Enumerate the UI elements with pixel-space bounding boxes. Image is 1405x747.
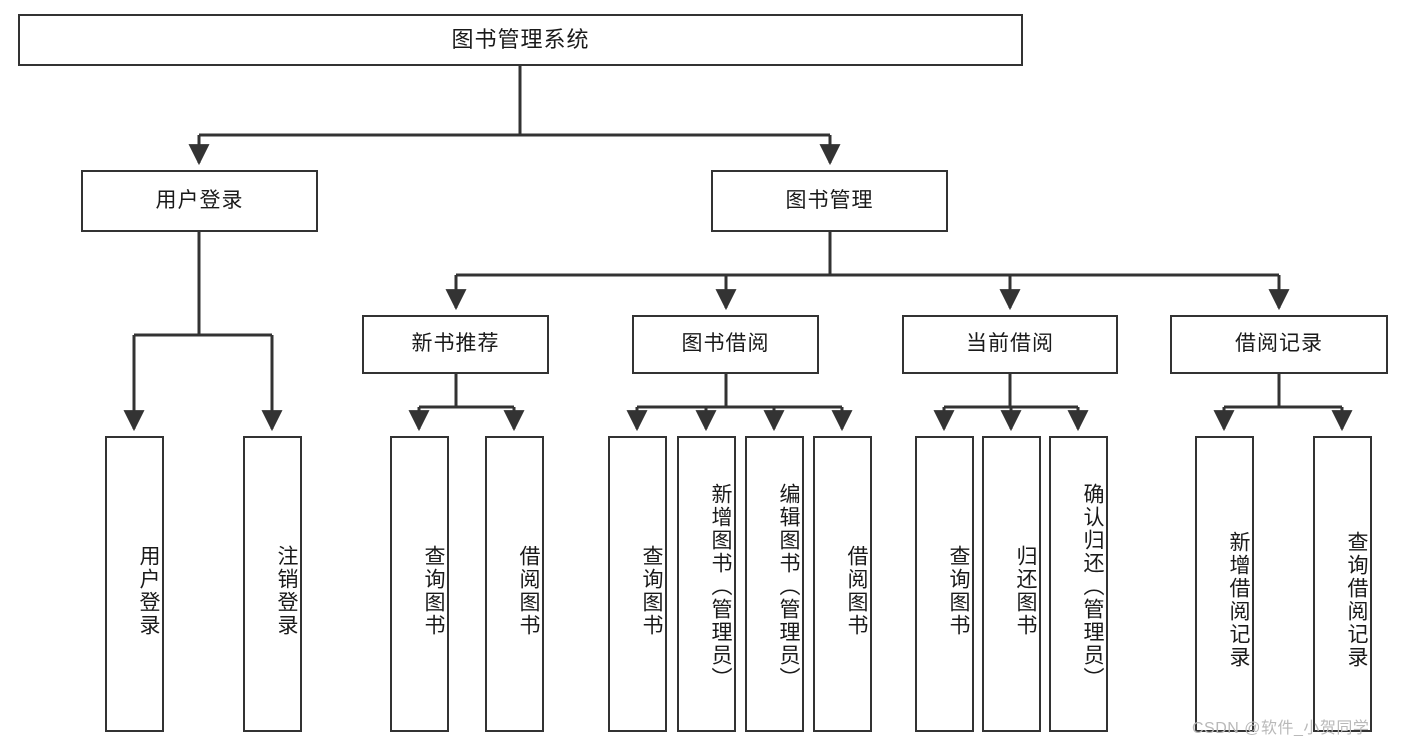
node-label: 查询图书	[422, 545, 445, 637]
node-book-borrow[interactable]: 图书借阅	[632, 315, 819, 374]
node-label: 编辑图书（管理员）	[777, 482, 800, 690]
node-label: 归还图书	[1014, 545, 1037, 637]
node-leaf-confirm-return[interactable]: 确认归还（管理员）	[1049, 436, 1108, 732]
node-borrow-record[interactable]: 借阅记录	[1170, 315, 1388, 374]
node-leaf-user-login[interactable]: 用户登录	[105, 436, 164, 732]
node-label: 新增图书（管理员）	[709, 482, 732, 690]
node-label: 借阅图书	[517, 545, 540, 637]
node-current-borrow[interactable]: 当前借阅	[902, 315, 1118, 374]
node-leaf-edit-book[interactable]: 编辑图书（管理员）	[745, 436, 804, 732]
node-label: 查询图书	[640, 545, 663, 637]
node-leaf-add-record[interactable]: 新增借阅记录	[1195, 436, 1254, 732]
node-leaf-borrow-book-1[interactable]: 借阅图书	[485, 436, 544, 732]
node-label: 当前借阅	[966, 332, 1054, 356]
node-label: 用户登录	[137, 545, 160, 637]
node-label: 新书推荐	[411, 332, 500, 356]
node-label: 图书管理系统	[451, 27, 590, 53]
node-label: 图书借阅	[681, 332, 770, 356]
node-book-management[interactable]: 图书管理	[711, 170, 948, 232]
node-leaf-query-book-2[interactable]: 查询图书	[608, 436, 667, 732]
node-label: 借阅图书	[845, 545, 868, 637]
node-label: 用户登录	[155, 188, 244, 212]
csdn-watermark: CSDN @软件_小贺同学	[1192, 720, 1370, 737]
node-label: 新增借阅记录	[1227, 531, 1250, 669]
node-label: 查询图书	[947, 545, 970, 637]
node-leaf-logout[interactable]: 注销登录	[243, 436, 302, 732]
node-label: 查询借阅记录	[1345, 531, 1368, 669]
node-root-book-management-system[interactable]: 图书管理系统	[18, 14, 1023, 66]
node-leaf-query-book-3[interactable]: 查询图书	[915, 436, 974, 732]
node-label: 注销登录	[275, 545, 298, 637]
node-leaf-query-record[interactable]: 查询借阅记录	[1313, 436, 1372, 732]
node-leaf-return-book[interactable]: 归还图书	[982, 436, 1041, 732]
node-label: 图书管理	[785, 188, 874, 212]
node-leaf-query-book-1[interactable]: 查询图书	[390, 436, 449, 732]
node-new-book-recommend[interactable]: 新书推荐	[362, 315, 549, 374]
node-label: 确认归还（管理员）	[1081, 482, 1104, 690]
node-label: 借阅记录	[1235, 332, 1323, 356]
node-leaf-add-book[interactable]: 新增图书（管理员）	[677, 436, 736, 732]
node-user-login[interactable]: 用户登录	[81, 170, 318, 232]
node-leaf-borrow-book-2[interactable]: 借阅图书	[813, 436, 872, 732]
